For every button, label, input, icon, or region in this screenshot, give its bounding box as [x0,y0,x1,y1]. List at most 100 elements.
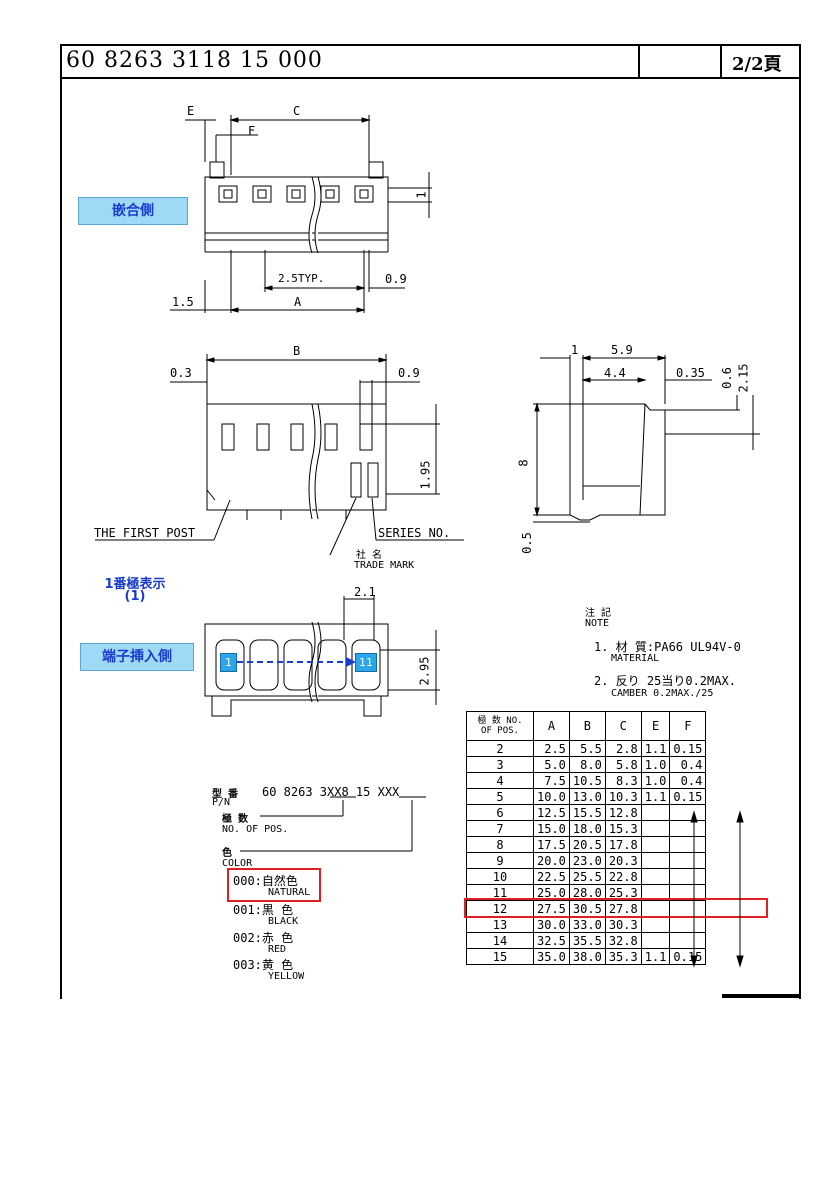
table-cell: 22.5 [533,868,570,885]
series-no-label: SERIES NO. [378,526,451,540]
table-cell: 3 [466,756,534,773]
side-dim-1: 1 [571,343,579,357]
table-cell: 0.4 [669,756,707,773]
title-cell-empty [638,44,722,77]
color-001-en: BLACK [268,916,299,927]
mating-side-view [170,115,432,313]
terminal-side-tag: 端子挿入側 [80,643,194,671]
table-cell: 15 [466,948,534,965]
header-b: B [568,711,606,741]
table-cell: 35.5 [568,932,606,949]
table-cell: 12 [466,900,534,917]
pos-label-jp: 極 数 [222,814,249,825]
pn-legend-lines [240,796,426,852]
post-indicator-title: 1番極表示 [104,577,166,592]
table-cell: 2.5 [533,740,570,757]
table-cell: 17.5 [533,836,570,853]
color-003: 003:黄 色 [233,958,294,972]
table-cell: 38.0 [568,948,606,965]
table-cell: 0.4 [669,772,707,789]
title-block: 60 8263 3118 15 000 2/2頁 [60,44,799,79]
pos-label: NO. OF POS. [222,824,289,835]
note-1: 1. 材 質:PA66 UL94V-0 [594,640,741,654]
page-number: 2/2頁 [732,54,782,75]
pn-label-jp: 型 番 [212,789,239,800]
first-post-label: THE FIRST POST [94,526,196,540]
dim-09-front: 0.9 [398,366,420,380]
row-11-highlight [464,898,768,918]
color-000-en: NATURAL [268,887,311,898]
color-label: COLOR [222,858,253,869]
color-002: 002:赤 色 [233,931,294,945]
table-cell: 15.5 [568,804,606,821]
title-cell-page [720,44,799,77]
table-cell: 0.15 [669,948,707,965]
note-2-en: CAMBER 0.2MAX./25 [611,688,714,699]
color-label-jp: 色 [222,848,232,859]
pn-label: P/N [212,797,231,808]
table-cell: 30.5 [568,900,606,917]
table-cell: 8.3 [604,772,642,789]
note-title-jp: 注 記 [585,608,612,619]
table-cell: 30.0 [533,916,570,933]
side-dim-035: 0.35 [676,366,705,380]
table-cell: 15.3 [604,820,642,837]
table-cell: 15.0 [533,820,570,837]
drawing-frame [60,44,801,999]
side-dim-44: 4.4 [604,366,626,380]
table-cell: 22.8 [604,868,642,885]
color-003-en: YELLOW [268,971,305,982]
table-cell: 12.8 [604,804,642,821]
table-cell: 0.15 [669,788,707,805]
front-view [95,354,464,556]
dim-09-top: 0.9 [385,272,407,286]
dim-f: F [248,124,256,138]
table-cell: 20.3 [604,852,642,869]
table-cell: 10.3 [604,788,642,805]
table-cell: 32.8 [604,932,642,949]
natural-highlight [227,868,321,902]
color-001: 001:黒 色 [233,903,294,917]
table-cell: 20.5 [568,836,606,853]
dim-e: E [187,104,195,118]
dim-21: 2.1 [354,585,376,599]
table-cell: 2.8 [604,740,642,757]
color-000: 000:自然色 [233,874,298,888]
table-cell: 5.5 [568,740,606,757]
post-1-marker: 1 [220,653,237,672]
table-cell: 32.5 [533,932,570,949]
dim-15: 1.5 [172,295,194,309]
frame-bottom-mark [722,994,799,998]
table-cell: 23.0 [568,852,606,869]
dim-a: A [294,295,302,309]
table-cell: 35.0 [533,948,570,965]
side-dim-59: 5.9 [611,343,633,357]
part-number: 60 8263 3118 15 000 [66,48,323,73]
post-11-marker: 11 [355,653,377,672]
dim-pitch: 2.5TYP. [278,272,325,285]
note-2: 2. 反り 25当り0.2MAX. [594,674,736,688]
dim-c: C [293,104,301,118]
mating-side-tag: 嵌合側 [78,197,188,225]
dim-b: B [293,344,301,358]
trade-mark-jp: 社 名 [356,550,383,561]
post-indicator-sub: (1) [124,589,146,604]
side-view [533,355,760,523]
terminal-side-view [204,596,440,717]
note-title: NOTE [585,618,610,629]
dim-03: 0.3 [170,366,192,380]
table-cell: 25.3 [604,884,642,901]
trade-mark-label: TRADE MARK [354,560,415,571]
pn-code: 60 8263 3XX8 15 XXX [262,785,400,799]
color-002-en: RED [268,944,287,955]
